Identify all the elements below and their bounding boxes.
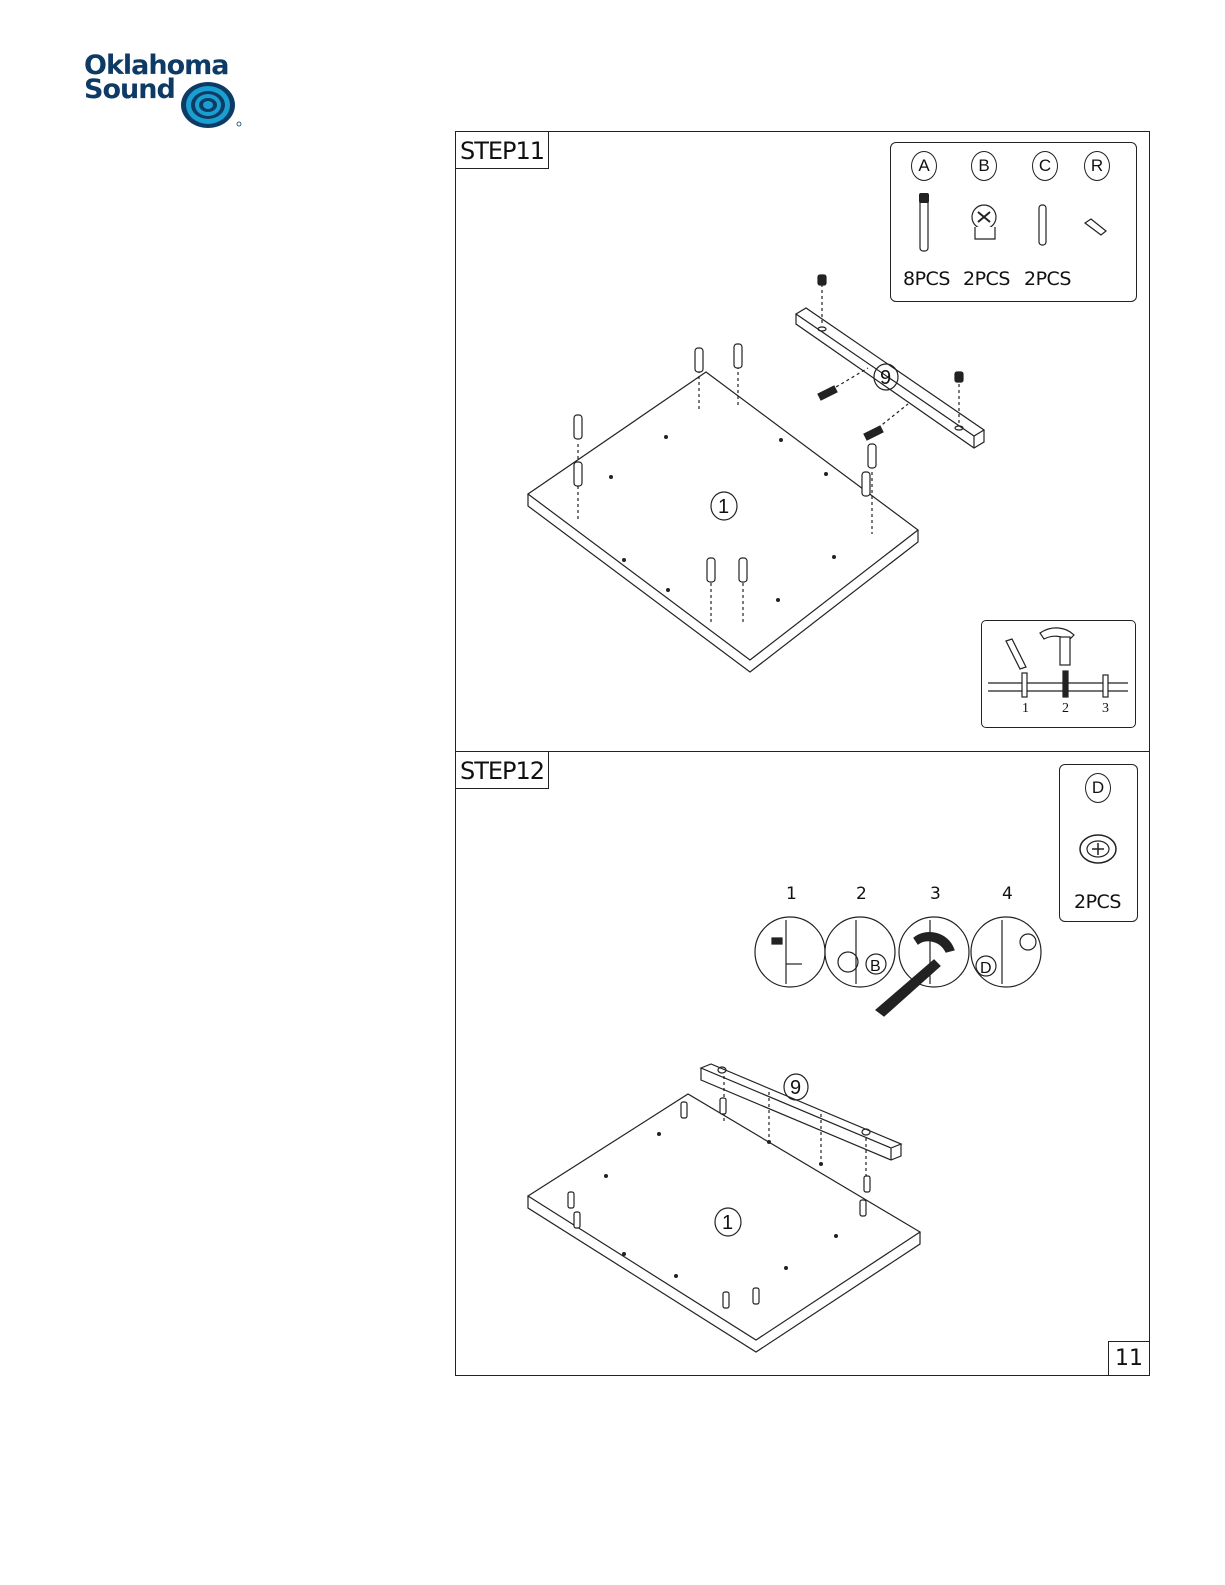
step-12-illustration: 1 9 B D <box>456 752 1149 1372</box>
part-c-qty: 2PCS <box>1024 268 1071 290</box>
detail-d-letter: D <box>980 960 992 977</box>
panel-1-number: 1 <box>718 496 729 518</box>
panel-1-number: 1 <box>722 1212 733 1234</box>
hammer-icon <box>982 621 1135 727</box>
part-a-qty: 8PCS <box>903 268 950 290</box>
detail-b-letter: B <box>870 958 881 975</box>
step-11-parts-box: A B C R <box>890 142 1137 302</box>
part-b-qty: 2PCS <box>963 268 1010 290</box>
logo-line-2: Sound <box>84 76 175 103</box>
wood-dowel-icon <box>1039 205 1046 245</box>
cam-bolt-icon <box>920 195 928 251</box>
detail-step-2: 2 <box>856 884 867 904</box>
detail-step-1: 1 <box>786 884 797 904</box>
rail-9-number: 9 <box>790 1077 801 1099</box>
instruction-page: STEP11 <box>455 131 1150 1376</box>
step-12-section: STEP12 <box>456 752 1149 1375</box>
detail-3-circle <box>899 917 969 987</box>
hammer-step-2: 2 <box>1062 701 1069 717</box>
part-d-qty: 2PCS <box>1074 891 1121 913</box>
step-12-parts-box: D 2PCS <box>1059 764 1138 922</box>
detail-step-4: 4 <box>1002 884 1013 904</box>
speaker-target-icon <box>180 80 244 130</box>
detail-step-3: 3 <box>930 884 941 904</box>
rail-9-number: 9 <box>880 367 891 389</box>
hammer-detail-box: 1 2 3 <box>981 620 1136 728</box>
detail-1-circle <box>755 917 825 987</box>
hammer-step-1: 1 <box>1022 701 1029 717</box>
page-number: 11 <box>1108 1341 1149 1375</box>
hammer-step-3: 3 <box>1102 701 1109 717</box>
screw-icon <box>1085 219 1106 235</box>
panel-1-edge <box>528 494 918 672</box>
brand-logo: Oklahoma Sound <box>80 50 250 132</box>
step-11-section: STEP11 <box>456 132 1149 752</box>
detail-2-circle <box>825 917 895 987</box>
